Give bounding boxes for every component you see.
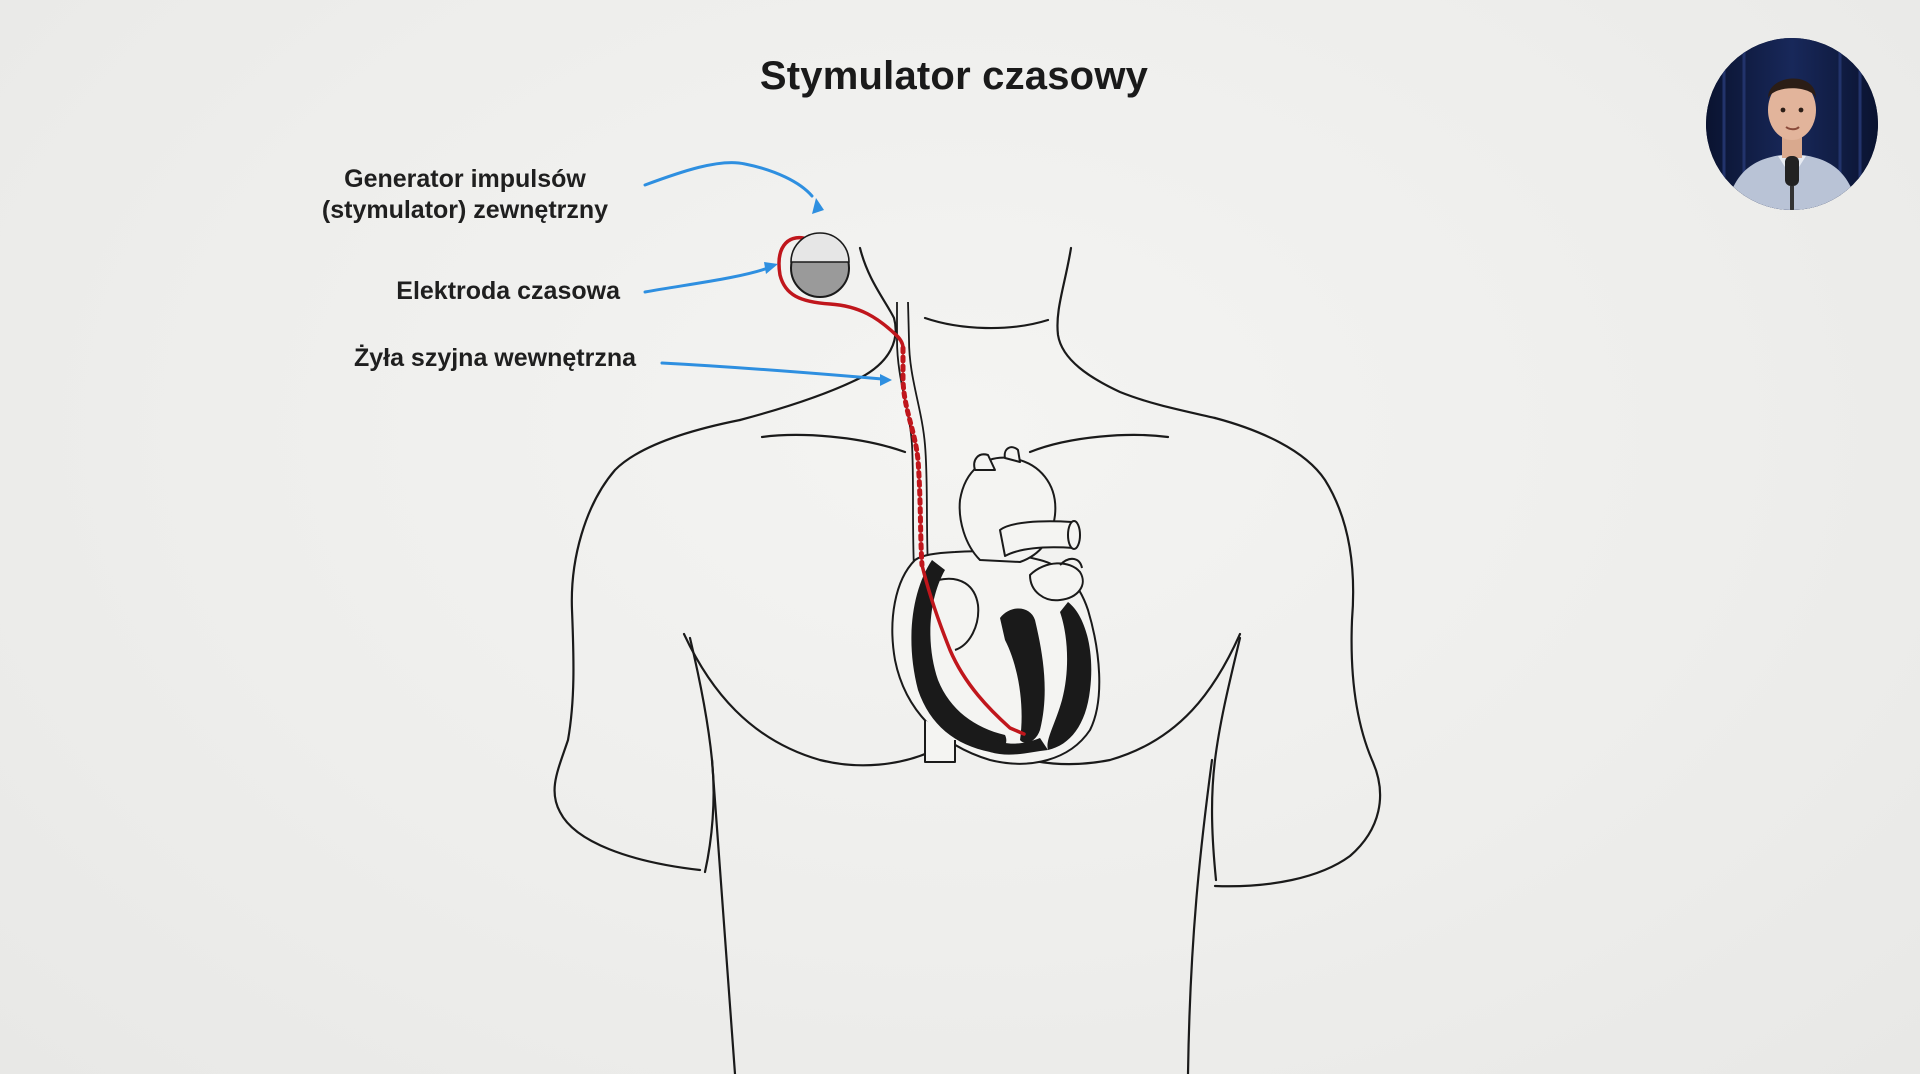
label-electrode: Elektroda czasowa [396, 277, 620, 305]
arrowhead-vein [880, 374, 892, 386]
arrowhead-electrode [764, 262, 778, 274]
pulse-generator-device [790, 232, 850, 298]
pacing-lead [777, 235, 1026, 736]
pointer-arrows [643, 161, 884, 381]
label-vein: Żyła szyjna wewnętrzna [353, 344, 636, 372]
arrow-electrode [643, 266, 770, 294]
arrow-vein [660, 361, 884, 381]
label-generator: Generator impulsów (stymulator) zewnętrz… [300, 164, 630, 226]
pointer-arrowheads [764, 198, 892, 386]
arrow-generator [643, 161, 814, 198]
label-generator-line1: Generator impulsów [344, 165, 586, 193]
page-title: Stymulator czasowy [759, 54, 1149, 98]
label-generator-line2: (stymulator) zewnętrzny [321, 196, 609, 224]
presenter-webcam [1706, 38, 1878, 210]
body-outline [553, 246, 1382, 1074]
heart [891, 446, 1101, 765]
arrowhead-generator [812, 198, 824, 214]
jugular-vein [896, 301, 929, 571]
